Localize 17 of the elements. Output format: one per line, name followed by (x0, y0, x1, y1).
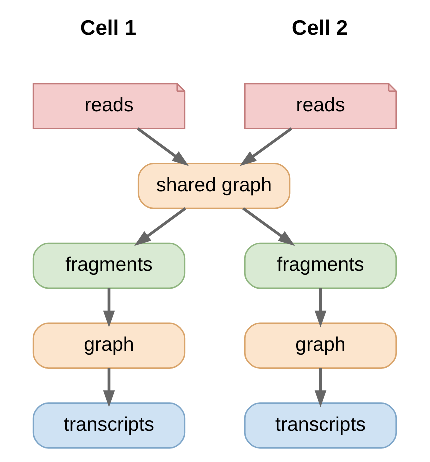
node-box: graph (32, 322, 186, 369)
label: Cell 1 (80, 16, 137, 40)
arrow (103, 288, 116, 328)
arrow (314, 368, 327, 408)
arrow (103, 368, 116, 408)
node-box: fragments (32, 242, 186, 290)
node-box: graph (244, 322, 398, 369)
arrow (242, 208, 296, 246)
arrow (314, 288, 327, 328)
arrow (240, 128, 292, 166)
arrow (137, 128, 190, 166)
label: Cell 2 (292, 16, 348, 40)
node-box: fragments (244, 242, 398, 290)
node-box: transcripts (32, 402, 186, 449)
arrow (134, 208, 186, 246)
node-box: transcripts (244, 402, 398, 449)
node-box: shared graph (138, 163, 291, 210)
